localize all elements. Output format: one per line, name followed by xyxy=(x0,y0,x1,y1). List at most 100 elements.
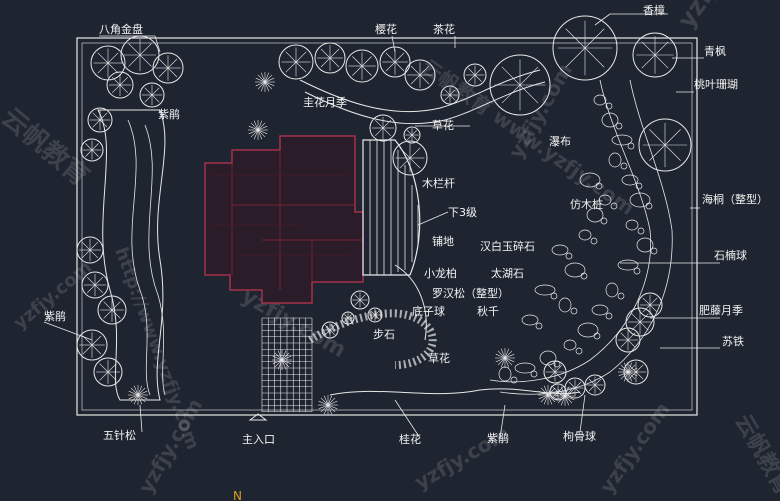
tree-symbol xyxy=(120,35,160,75)
pebble xyxy=(610,202,618,210)
tree-branch xyxy=(86,276,96,286)
pebble xyxy=(605,312,613,320)
leader-line xyxy=(499,404,506,439)
tree-branch xyxy=(468,68,476,76)
shrub-ray xyxy=(564,395,573,404)
rock xyxy=(605,282,619,298)
tree-branch xyxy=(144,94,153,103)
shrub-ray xyxy=(257,129,263,140)
tree-branch xyxy=(406,134,413,141)
shrub-ray xyxy=(255,81,266,87)
tree-branch xyxy=(639,321,649,331)
tree-branch xyxy=(107,52,119,64)
tree-branch xyxy=(320,57,331,68)
tree-branch xyxy=(394,52,405,63)
tree-branch xyxy=(444,89,451,96)
shrub-ray xyxy=(133,394,139,405)
shrub-ray xyxy=(627,362,633,373)
pebble xyxy=(565,252,573,260)
tree-branch xyxy=(344,314,349,319)
shrub-ray xyxy=(620,371,629,380)
tree-canopy xyxy=(106,71,134,99)
shrub-ray xyxy=(560,395,566,406)
shrub-ray xyxy=(327,404,336,413)
tree-symbol xyxy=(314,42,346,74)
tree-canopy xyxy=(97,295,127,325)
shrub-ray xyxy=(264,81,270,92)
tree-branch xyxy=(107,371,117,381)
shrub-ray xyxy=(497,350,506,359)
tree-canopy xyxy=(463,63,487,87)
tree-branch xyxy=(468,74,476,82)
shrub-ray xyxy=(497,357,506,366)
shrub-ray xyxy=(137,394,143,405)
shrub-ray xyxy=(504,353,515,359)
shrub-ray xyxy=(137,387,146,396)
tree-branch xyxy=(474,74,482,82)
tree-canopy xyxy=(404,59,436,91)
shrub-ray xyxy=(557,388,566,397)
label-guihua: 桂花 xyxy=(399,432,421,446)
shrub-ray xyxy=(540,394,549,403)
shrub-ray xyxy=(504,357,513,366)
rock xyxy=(563,339,577,351)
site-boundary xyxy=(76,37,698,416)
tree-branch xyxy=(374,127,384,137)
shrub-ray xyxy=(564,395,575,401)
site-boundary-inner xyxy=(81,42,693,411)
label-xiangzhang: 香樟 xyxy=(643,3,665,17)
rock xyxy=(621,174,639,186)
pebble xyxy=(627,142,635,150)
rock xyxy=(617,259,639,271)
tree-branch xyxy=(654,54,669,69)
tree-symbol xyxy=(341,311,355,325)
rock xyxy=(579,172,601,188)
tree-branch xyxy=(628,364,637,373)
shrub-symbol xyxy=(128,385,148,405)
tree-canopy xyxy=(93,357,123,387)
tree-branch xyxy=(94,284,104,294)
label-zijuan-left: 紫鹃 xyxy=(44,309,66,323)
tree-branch xyxy=(410,65,421,76)
tree-branch xyxy=(631,313,641,323)
tree-canopy xyxy=(350,290,370,310)
tree-branch xyxy=(111,309,121,319)
tree-branch xyxy=(374,310,380,316)
tree-branch xyxy=(370,314,376,320)
tree-branch xyxy=(654,41,669,56)
label-dizi-qiu: 底子球 xyxy=(412,304,445,318)
tree-branch xyxy=(359,299,366,306)
shrub-ray xyxy=(137,394,148,400)
shrub-ray xyxy=(540,387,549,396)
shrub-ray xyxy=(257,74,266,83)
shrub-ray xyxy=(320,397,329,406)
tree-branch xyxy=(370,310,376,316)
label-sutie: 苏铁 xyxy=(722,335,744,348)
tree-branch xyxy=(99,119,108,128)
tree-branch xyxy=(91,149,99,157)
tree-symbol xyxy=(638,118,692,172)
pebble xyxy=(615,122,623,130)
tree-branch xyxy=(111,76,121,86)
shrub-ray xyxy=(627,364,636,373)
tree-canopy xyxy=(321,321,339,339)
tree-symbol xyxy=(463,63,487,87)
rock xyxy=(564,262,586,278)
tree-symbol xyxy=(76,329,108,361)
shrub-ray xyxy=(618,371,629,377)
tree-branch xyxy=(91,143,99,151)
shrub-ray xyxy=(274,359,283,368)
tree-canopy xyxy=(87,107,113,133)
tree-canopy xyxy=(367,307,383,323)
left-path-curve xyxy=(127,119,151,396)
label-qingfeng: 青枫 xyxy=(704,44,726,58)
tree-symbol xyxy=(321,321,339,339)
tree-branch xyxy=(594,378,602,386)
shrub-ray xyxy=(264,74,273,83)
label-fangmu-zhuang: 仿木桩 xyxy=(570,197,603,211)
shrub-symbol xyxy=(272,350,292,370)
shrub-ray xyxy=(327,395,333,406)
tree-symbol xyxy=(80,138,104,162)
tree-branch xyxy=(107,363,117,373)
label-mulangan: 木栏杆 xyxy=(422,176,455,190)
